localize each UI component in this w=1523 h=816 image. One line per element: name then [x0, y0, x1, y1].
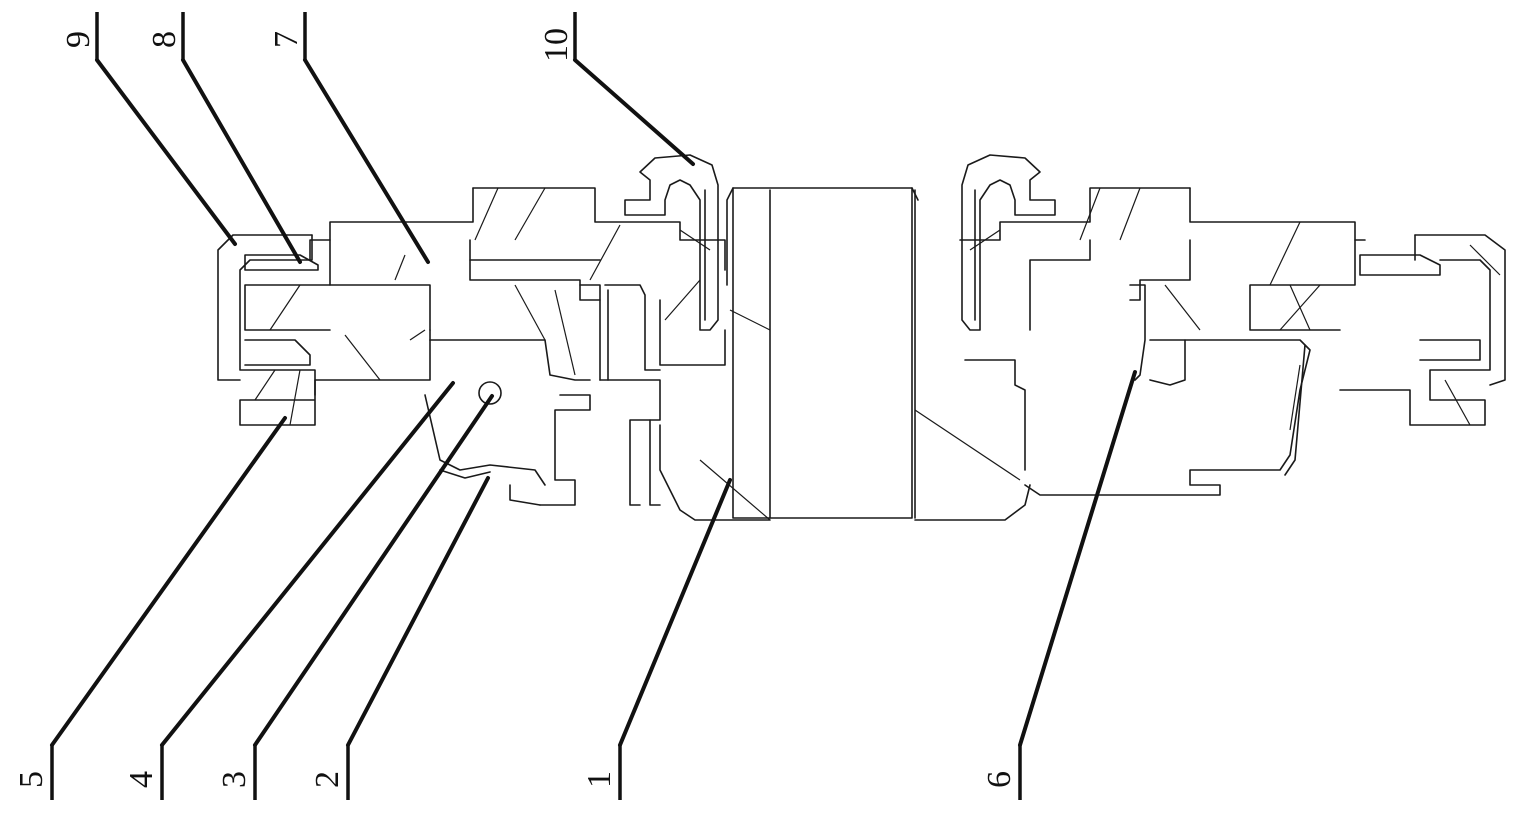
left-hook	[624, 154, 719, 331]
left-outer-clip	[217, 234, 319, 426]
label-bars	[50, 12, 1022, 800]
leader-9	[95, 58, 237, 246]
leader-10	[573, 58, 695, 166]
callout-6: 6	[981, 771, 1018, 788]
callout-8: 8	[146, 31, 183, 48]
right-outer-clip	[1339, 234, 1506, 426]
leader-4	[160, 381, 455, 747]
callout-4: 4	[123, 771, 160, 788]
leader-7	[303, 58, 430, 264]
leader-3	[253, 394, 494, 747]
leader-6	[1018, 370, 1137, 747]
left-inner-channel	[514, 284, 726, 381]
right-hook	[961, 154, 1056, 331]
right-lower-body	[964, 284, 1311, 496]
leader-1	[618, 478, 732, 747]
callout-3: 3	[216, 771, 253, 788]
leader-5	[50, 416, 287, 747]
left-lower-body	[314, 329, 661, 506]
leader-2	[346, 476, 490, 747]
callout-5: 5	[13, 771, 50, 788]
callout-7: 7	[268, 31, 305, 48]
leader-lines	[50, 58, 1137, 747]
left-upper-flange	[244, 187, 726, 331]
callout-1: 1	[581, 771, 618, 788]
leader-8	[181, 58, 302, 264]
central-hub	[659, 187, 1031, 521]
callout-9: 9	[60, 31, 97, 48]
callout-10: 10	[538, 28, 575, 62]
callout-labels: 1 2 3 4 5 6 7 8 9 10	[13, 28, 1018, 788]
right-upper-flange	[959, 187, 1366, 331]
callout-2: 2	[309, 771, 346, 788]
